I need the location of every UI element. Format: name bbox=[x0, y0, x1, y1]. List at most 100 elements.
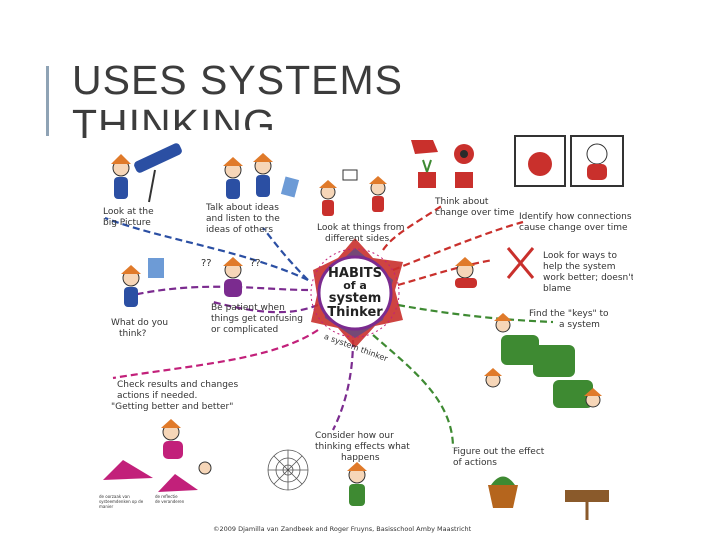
tent-1 bbox=[103, 460, 153, 480]
figure-plant-pot-sign bbox=[488, 476, 609, 520]
hub-text-thinker: Thinker bbox=[327, 305, 383, 320]
habit-label-consider: Consider how our thinking effects what h… bbox=[315, 431, 410, 463]
branch-big-picture bbox=[104, 216, 309, 281]
small-note-left: de oorzaak van systeemdenken op de manie… bbox=[99, 494, 144, 509]
habit-text: Figure out the effect bbox=[453, 447, 545, 457]
bear-1 bbox=[528, 152, 552, 176]
figure-two-sides-kids bbox=[319, 169, 387, 216]
kid-hair-2 bbox=[484, 368, 502, 376]
kid-hair bbox=[111, 154, 131, 164]
kid-body bbox=[322, 200, 334, 216]
telescope bbox=[134, 143, 182, 173]
hub-ring bbox=[310, 248, 400, 338]
habit-labels: Look at the big Picture Talk about ideas… bbox=[99, 197, 633, 509]
hub-text-of-a: of a bbox=[343, 279, 367, 292]
habit-label-help-system: Look for ways to help the system work be… bbox=[543, 251, 633, 294]
habit-text: Think about bbox=[434, 197, 489, 207]
figures: ?? ?? bbox=[103, 135, 624, 520]
figure-help-kid bbox=[455, 247, 535, 288]
habit-text: "Getting better and better" bbox=[111, 402, 233, 412]
watering-can bbox=[411, 140, 438, 154]
branch-change-time bbox=[382, 204, 444, 251]
web-spokes bbox=[268, 450, 308, 490]
slide-title: USES SYSTEMS THINKING bbox=[72, 58, 492, 146]
habit-text: Be patient when bbox=[211, 303, 285, 313]
habit-text: actions if needed. bbox=[117, 391, 197, 401]
title-accent-bar bbox=[46, 66, 49, 136]
kid-hair bbox=[455, 257, 475, 266]
kid-hair bbox=[121, 265, 141, 274]
note-text: de reflectie bbox=[155, 494, 178, 499]
kid-body-2 bbox=[372, 196, 384, 212]
kid-hair bbox=[161, 419, 181, 428]
plant-pot-2 bbox=[455, 172, 473, 188]
kid-body bbox=[114, 177, 128, 199]
kid-body-2 bbox=[256, 175, 270, 197]
telescope-stand bbox=[148, 169, 156, 203]
note-text: systeemdenken op de bbox=[99, 499, 144, 504]
habit-text: change over time bbox=[435, 208, 515, 218]
branch-effect-actions bbox=[372, 334, 455, 449]
branch-help-system bbox=[397, 258, 494, 287]
kid-hair-2 bbox=[253, 153, 273, 162]
habit-label-connections: Identify how connections cause change ov… bbox=[519, 212, 632, 233]
puzzle-piece-2 bbox=[533, 345, 575, 377]
habit-text: big Picture bbox=[103, 218, 151, 228]
note-text: manier bbox=[99, 504, 113, 509]
wooden-sign bbox=[565, 490, 609, 502]
flower-center bbox=[460, 150, 468, 158]
habit-text: help the system bbox=[543, 262, 615, 272]
habit-label-effect-actions: Figure out the effect of actions bbox=[453, 447, 545, 468]
figure-telescope-kid bbox=[111, 143, 182, 203]
figure-puzzle-kids bbox=[484, 313, 602, 408]
cross-mark bbox=[506, 247, 535, 279]
habit-text: a system bbox=[559, 320, 600, 330]
habits-mind-map-illustration: HABITS of a system Thinker a system thin… bbox=[93, 130, 633, 540]
habit-label-big-picture: Look at the big Picture bbox=[103, 207, 154, 228]
kid-body bbox=[455, 278, 477, 288]
cube-drawing bbox=[342, 169, 358, 181]
figure-spider-web bbox=[267, 449, 309, 491]
habit-text: Find the "keys" to bbox=[529, 309, 609, 319]
figure-thinking-kid bbox=[121, 258, 164, 307]
figure-patient-kid: ?? ?? bbox=[201, 257, 261, 297]
habit-label-check-results: Check results and changes actions if nee… bbox=[111, 380, 238, 412]
habit-text: happens bbox=[341, 453, 380, 463]
habit-label-different-sides: Look at things from different sides bbox=[317, 223, 405, 244]
kid-hair bbox=[223, 157, 243, 166]
branch-check-results bbox=[112, 329, 319, 380]
kid-body bbox=[226, 179, 240, 199]
habit-text: work better; doesn't bbox=[543, 273, 633, 283]
pot-plant bbox=[491, 476, 515, 485]
small-note-right: de reflectie de veranderen bbox=[155, 494, 185, 504]
kid-hair-3 bbox=[584, 388, 602, 396]
habit-text: Talk about ideas bbox=[205, 203, 279, 213]
kid-body bbox=[349, 484, 365, 506]
center-hub: HABITS of a system Thinker a system thin… bbox=[310, 238, 403, 364]
habit-text: Check results and changes bbox=[117, 380, 238, 390]
puzzle-piece-1 bbox=[501, 335, 539, 365]
branch-connections bbox=[392, 220, 524, 272]
kid-body bbox=[163, 441, 183, 459]
puzzle-piece-3 bbox=[553, 380, 593, 408]
habit-text: blame bbox=[543, 284, 571, 294]
kid-hair bbox=[223, 257, 243, 266]
hub-text-system: system bbox=[329, 291, 382, 306]
bear-2-shirt bbox=[587, 164, 607, 180]
figure-talking-kids bbox=[223, 153, 300, 199]
habit-label-patient: Be patient when things get confusing or … bbox=[211, 303, 303, 335]
figure-bear-frames bbox=[514, 135, 624, 187]
figure-consider-kid bbox=[347, 462, 367, 506]
kid-hair bbox=[347, 462, 367, 471]
kid-body bbox=[124, 287, 138, 307]
question-marks-2: ?? bbox=[250, 258, 261, 269]
habit-text: different sides bbox=[325, 234, 390, 244]
habit-text: think? bbox=[119, 329, 147, 339]
habit-text: Look for ways to bbox=[543, 251, 617, 261]
bear-2-head bbox=[586, 143, 608, 165]
kid-hair-2 bbox=[369, 176, 387, 184]
illustration-credit: ©2009 Djamilla van Zandbeek and Roger Fr… bbox=[213, 525, 472, 533]
habit-text: What do you bbox=[111, 318, 168, 328]
branch-keys bbox=[397, 303, 554, 324]
kid-head-2 bbox=[198, 461, 212, 475]
